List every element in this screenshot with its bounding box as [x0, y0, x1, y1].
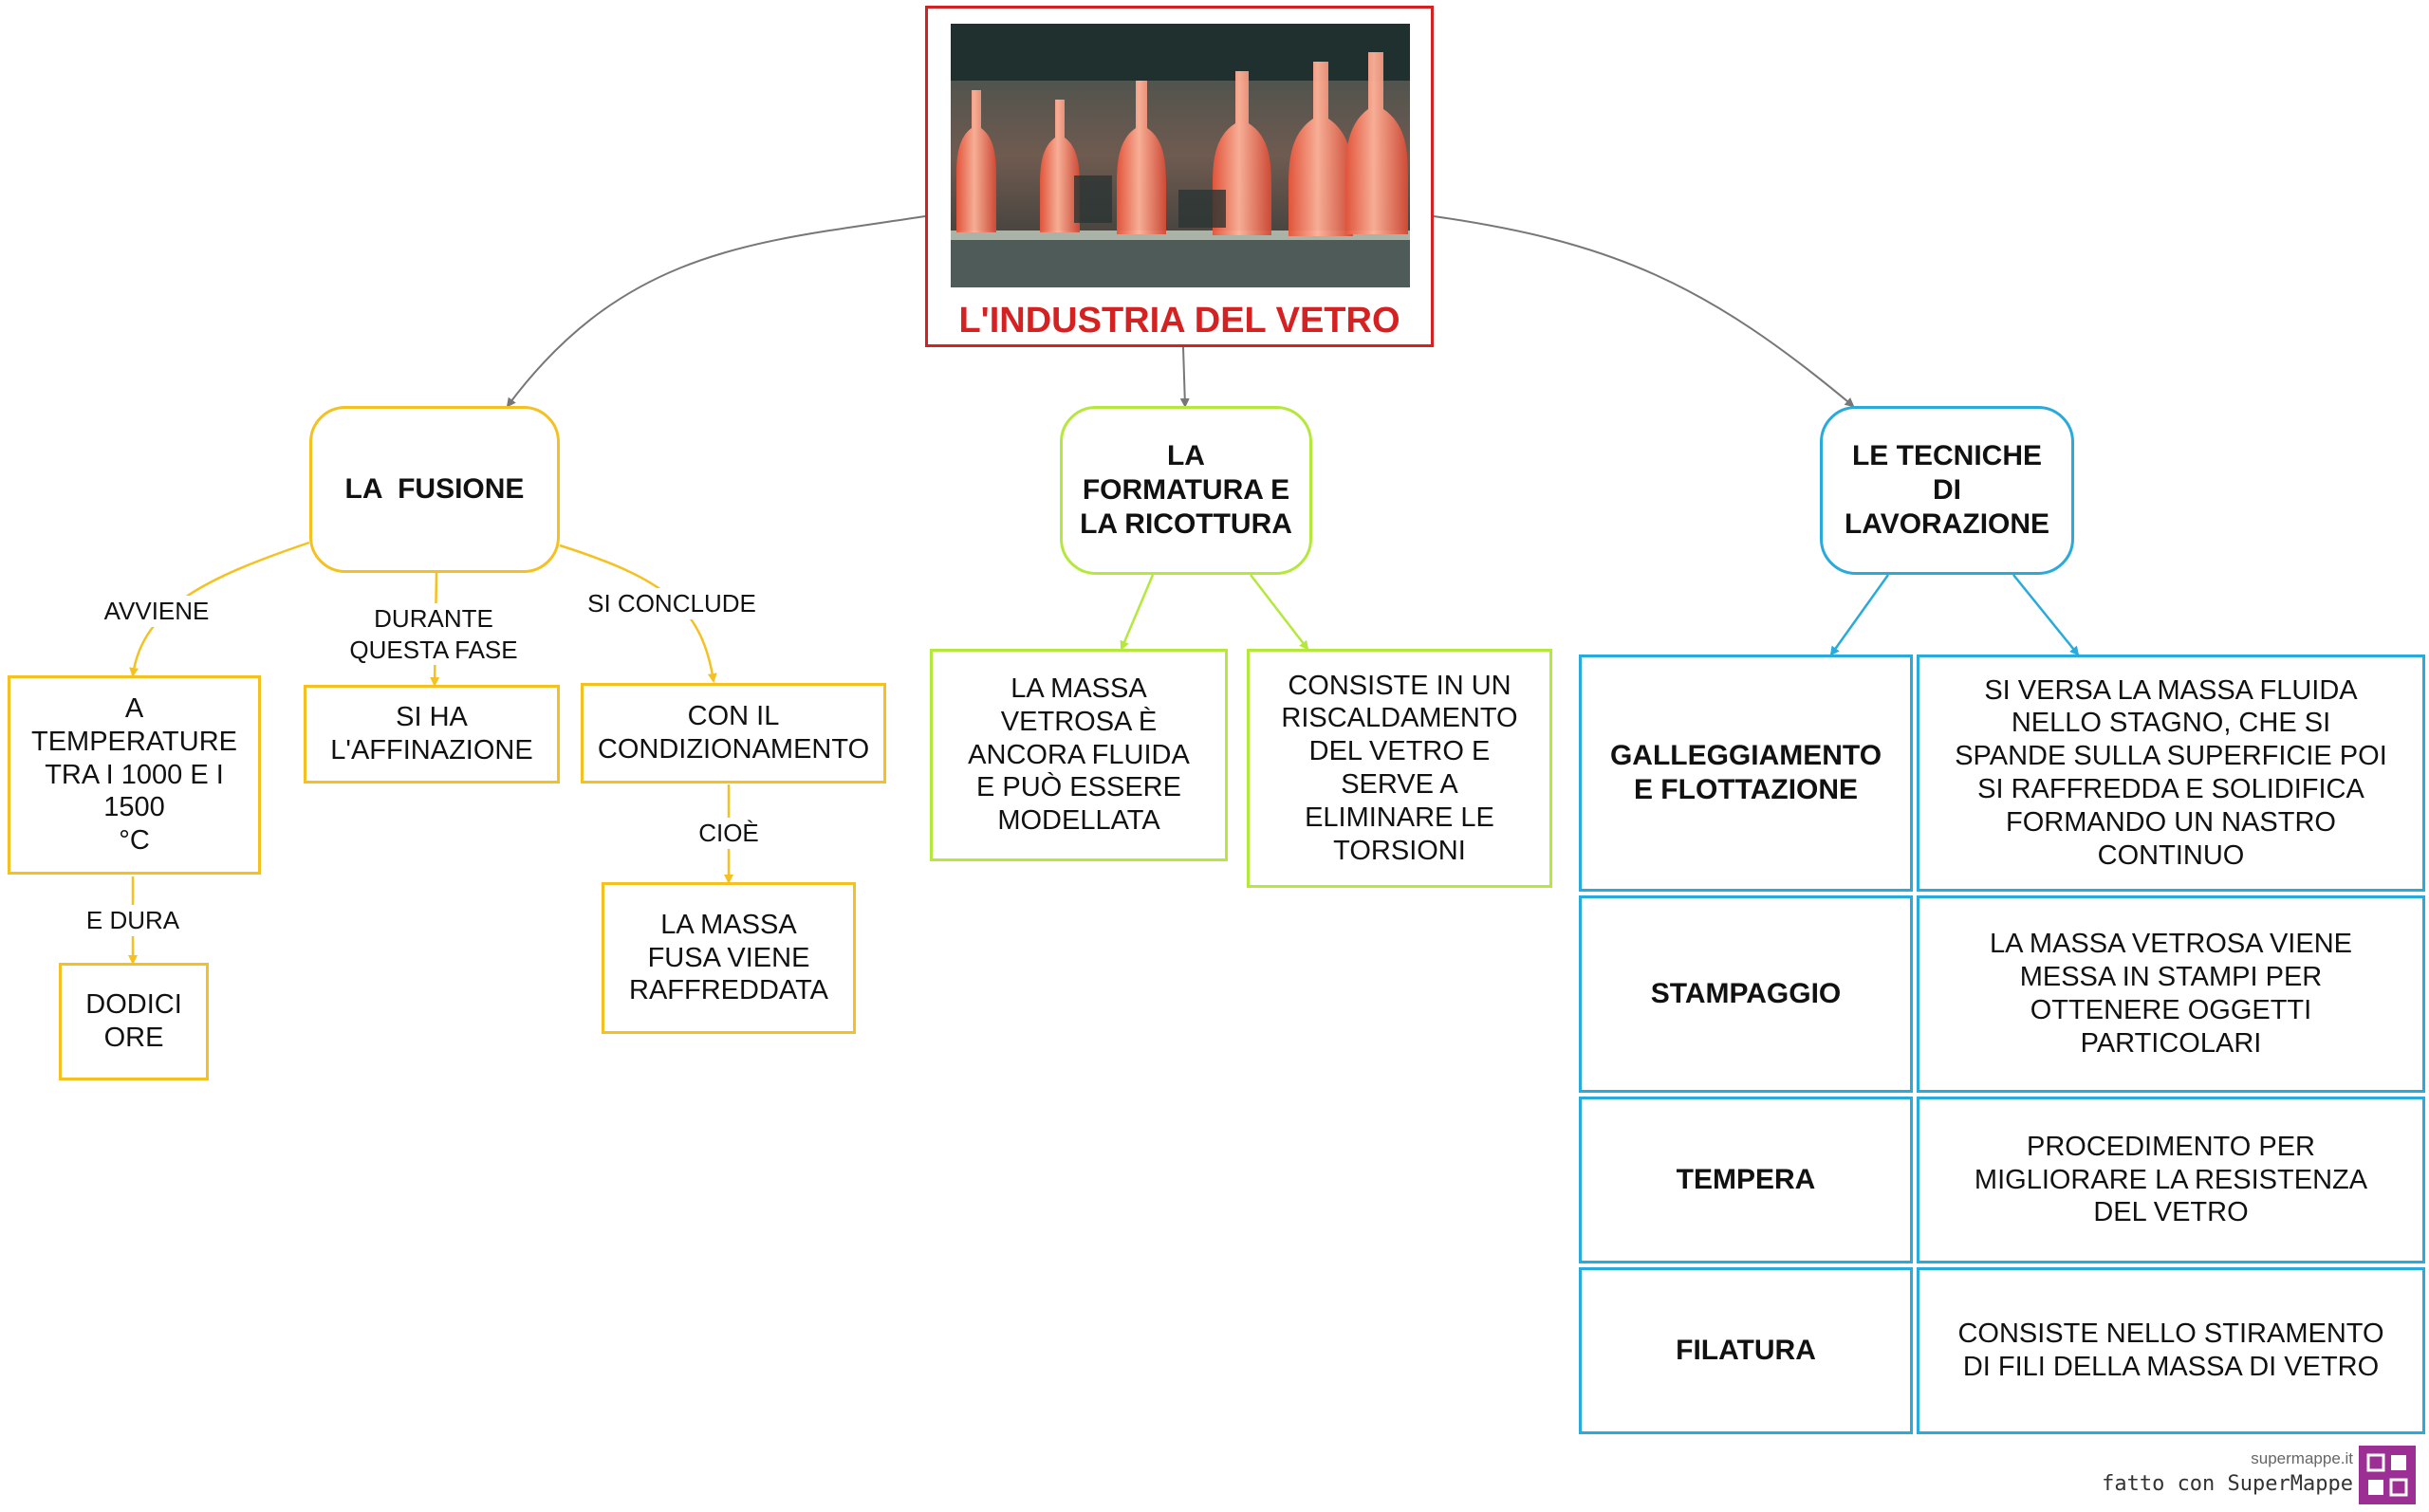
connector-table-right: [2012, 574, 2080, 656]
connector-title-tecniche: [1433, 215, 1855, 408]
title-card: L'INDUSTRIA DEL VETRO: [925, 6, 1434, 347]
logo-glyph: [2366, 1453, 2408, 1497]
link-label-avviene: AVVIENE: [90, 596, 223, 627]
node-tecniche-lavorazione[interactable]: LE TECNICHE DI LAVORAZIONE: [1820, 406, 2074, 575]
node-la-fusione[interactable]: LA FUSIONE: [309, 406, 560, 573]
link-label-si-conclude: SI CONCLUDE: [577, 588, 767, 619]
table-row-desc-stampaggio: LA MASSA VETROSA VIENE MESSA IN STAMPI P…: [1917, 895, 2425, 1093]
node-la-fusione-label: LA FUSIONE: [344, 473, 525, 505]
connector-title-formatura: [1179, 346, 1190, 408]
supermappe-logo-icon[interactable]: [2359, 1446, 2416, 1504]
node-massa-modellata[interactable]: LA MASSA VETROSA È ANCORA FLUIDA E PUÒ E…: [930, 649, 1228, 861]
node-affinazione[interactable]: SI HA L'AFFINAZIONE: [304, 685, 560, 784]
page-title: L'INDUSTRIA DEL VETRO: [958, 301, 1400, 341]
footer-site: supermappe.it: [2251, 1449, 2353, 1467]
tecniche-table: GALLEGGIAMENTO E FLOTTAZIONE SI VERSA LA…: [1579, 655, 2425, 1435]
node-formatura-ricottura[interactable]: LA FORMATURA E LA RICOTTURA: [1060, 406, 1312, 575]
footer-credit-text: fatto con SuperMappe: [2102, 1472, 2353, 1496]
table-row-name-galleggiamento[interactable]: GALLEGGIAMENTO E FLOTTAZIONE: [1579, 655, 1913, 892]
node-raffreddata[interactable]: LA MASSA FUSA VIENE RAFFREDDATA: [602, 882, 856, 1034]
connector-modellata: [1120, 574, 1155, 651]
table-row-name-stampaggio[interactable]: STAMPAGGIO: [1579, 895, 1913, 1093]
photo-illustration: [951, 24, 1410, 287]
node-dodici-ore[interactable]: DODICI ORE: [59, 963, 209, 1080]
connector-riscaldamento: [1250, 574, 1309, 651]
table-row-desc-galleggiamento: SI VERSA LA MASSA FLUIDA NELLO STAGNO, C…: [1917, 655, 2425, 892]
glass-bottles-photo: [951, 24, 1410, 287]
connector-title-fusione: [506, 215, 926, 408]
node-riscaldamento[interactable]: CONSISTE IN UN RISCALDAMENTO DEL VETRO E…: [1247, 649, 1552, 888]
link-label-durante: DURANTE QUESTA FASE: [334, 603, 533, 665]
link-label-cioe: CIOÈ: [683, 818, 774, 849]
table-row-name-filatura[interactable]: FILATURA: [1579, 1267, 1913, 1434]
footer-credit: supermappe.it fatto con SuperMappe: [2087, 1449, 2353, 1506]
node-condizionamento[interactable]: CON IL CONDIZIONAMENTO: [581, 683, 886, 784]
table-row-desc-filatura: CONSISTE NELLO STIRAMENTO DI FILI DELLA …: [1917, 1267, 2425, 1434]
node-temperature[interactable]: A TEMPERATURE TRA I 1000 E I 1500 °C: [8, 675, 261, 875]
connector-table-left: [1829, 574, 1890, 656]
table-row-desc-tempera: PROCEDIMENTO PER MIGLIORARE LA RESISTENZ…: [1917, 1097, 2425, 1263]
table-row-name-tempera[interactable]: TEMPERA: [1579, 1097, 1913, 1263]
link-label-e-dura: E DURA: [76, 905, 190, 936]
